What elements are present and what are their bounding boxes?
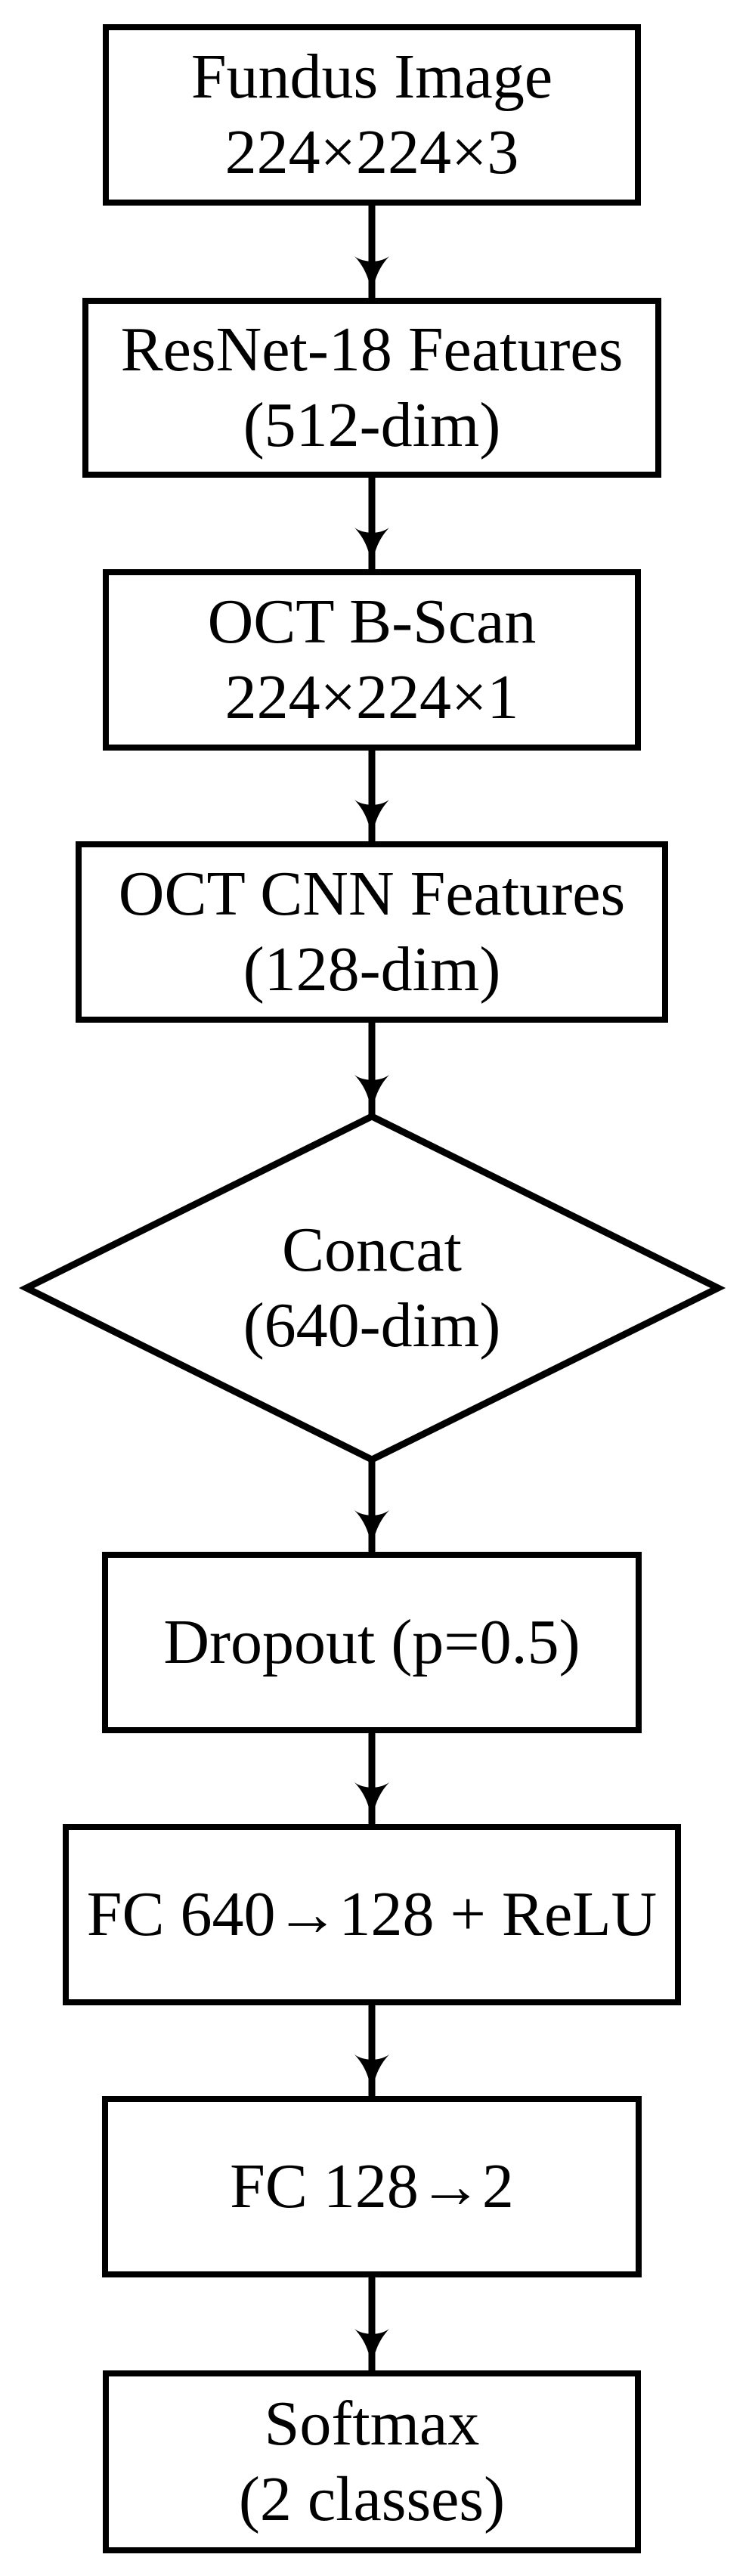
node-concat-diamond xyxy=(18,1112,726,1464)
node-sublabel: 224×224×1 xyxy=(224,662,519,732)
node-sublabel: (640-dim) xyxy=(243,1290,501,1361)
node-label: FC 640→128 + ReLU xyxy=(86,1879,658,1949)
node-oct-cnn-features: OCT CNN Features (128-dim) xyxy=(76,841,668,1023)
node-label: OCT B-Scan xyxy=(207,587,537,657)
node-softmax: Softmax (2 classes) xyxy=(103,2370,641,2553)
node-resnet-features: ResNet-18 Features (512-dim) xyxy=(82,298,661,478)
node-label: Fundus Image xyxy=(190,42,553,112)
node-label: Concat xyxy=(282,1215,462,1285)
node-concat-label: Concat (640-dim) xyxy=(183,1175,561,1401)
node-fc-640-128-relu: FC 640→128 + ReLU xyxy=(63,1824,681,2005)
node-sublabel: (2 classes) xyxy=(238,2464,506,2534)
node-dropout: Dropout (p=0.5) xyxy=(102,1552,642,1733)
node-label: Dropout (p=0.5) xyxy=(163,1607,580,1677)
node-label: OCT CNN Features xyxy=(118,859,626,929)
node-oct-bscan: OCT B-Scan 224×224×1 xyxy=(103,569,641,751)
node-sublabel: 224×224×3 xyxy=(224,117,519,187)
node-sublabel: (128-dim) xyxy=(243,934,501,1005)
node-sublabel: (512-dim) xyxy=(243,390,501,460)
node-fc-128-2: FC 128→2 xyxy=(102,2096,642,2277)
node-label: FC 128→2 xyxy=(230,2151,514,2221)
node-fundus-image: Fundus Image 224×224×3 xyxy=(103,24,641,206)
node-label: ResNet-18 Features xyxy=(120,314,624,385)
node-label: Softmax xyxy=(264,2389,480,2459)
